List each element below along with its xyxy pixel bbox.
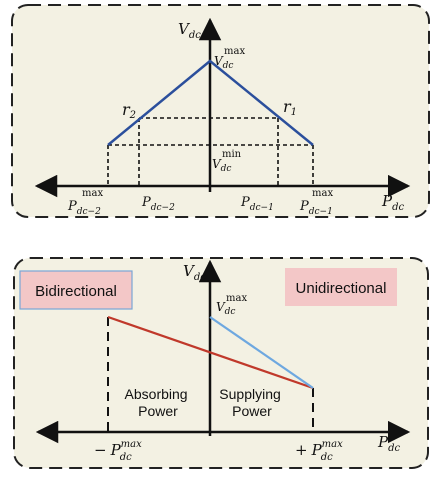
bottom-x-axis-label: Pdc: [377, 433, 400, 454]
top-droop-line: [107, 59, 314, 146]
top-panel: Vdc Pdc max Vdc min Vdc r1 r2 max Pdc−2 …: [11, 4, 430, 218]
top-r2-label: r2: [122, 100, 136, 121]
unidirectional-label: Unidirectional: [296, 280, 387, 297]
bidirectional-label: Bidirectional: [35, 283, 117, 300]
bottom-y-axis-label: Vdc: [183, 262, 206, 283]
supplying-power-label: Supplying Power: [219, 386, 284, 419]
unidirectional-line: [209, 316, 314, 389]
top-pmax-pos-label: Pdc−1: [299, 199, 333, 217]
top-vmin-label: Vdc: [212, 157, 231, 174]
top-r1-label: r1: [283, 97, 297, 118]
top-x-axis-label: Pdc: [381, 192, 404, 213]
bidirectional-box: [19, 270, 133, 310]
bottom-limit-lines: [107, 317, 314, 432]
top-vmax-label: Vdc: [214, 54, 233, 71]
top-p-pos-label: Pdc−1: [240, 195, 274, 213]
bottom-panel-frame: [13, 257, 429, 469]
absorbing-power-label: Absorbing Power: [125, 386, 192, 419]
top-p-neg-label: Pdc−2: [141, 195, 175, 213]
top-pmax-neg-sup: max: [82, 188, 103, 199]
top-panel-frame: [11, 4, 430, 218]
top-guide-lines: [107, 117, 314, 186]
top-vmax-sup: max: [224, 46, 245, 57]
bottom-panel: Bidirectional Unidirectional Vdc Pdc max…: [13, 257, 429, 469]
top-y-axis-label: Vdc: [178, 20, 201, 41]
bottom-vmax-sup: max: [226, 293, 247, 304]
bidirectional-line: [107, 315, 314, 390]
top-vmin-sup: min: [222, 149, 242, 160]
top-pmax-neg-label: Pdc−2: [67, 199, 101, 217]
unidirectional-box: [285, 268, 397, 306]
top-pmax-pos-sup: max: [312, 188, 333, 199]
bottom-vmax-label: Vdc: [216, 300, 235, 317]
